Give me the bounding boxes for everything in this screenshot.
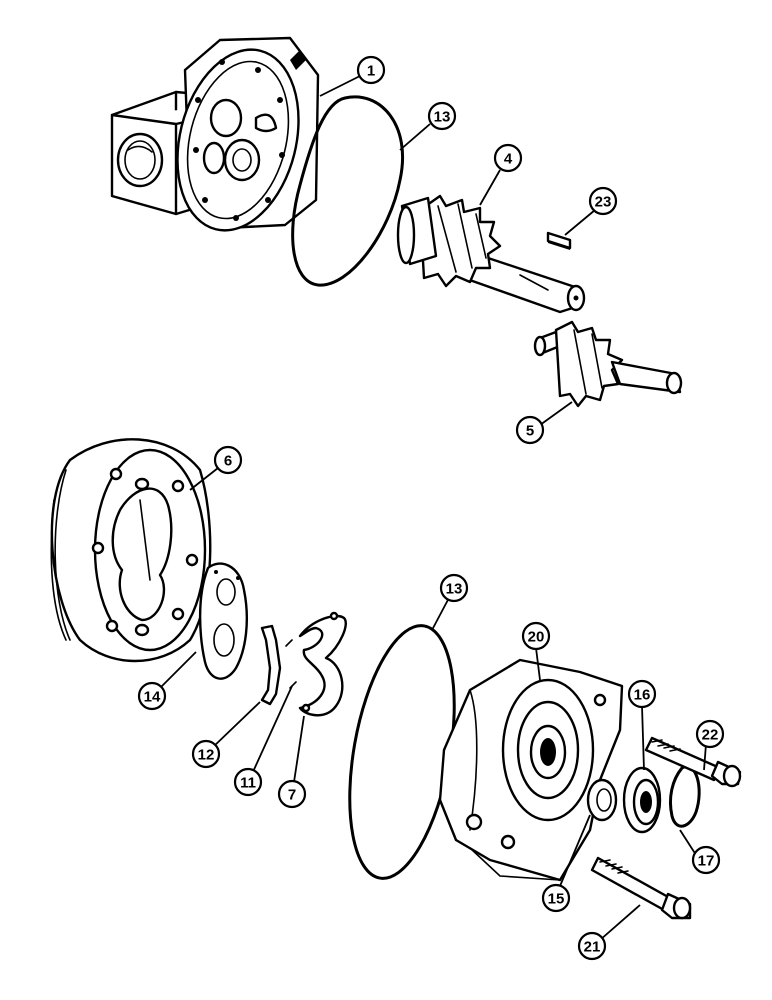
bolt-part-21 — [590, 856, 692, 920]
callout-11: 11 — [233, 767, 263, 797]
callout-label: 13 — [434, 109, 451, 126]
callout-15: 15 — [541, 883, 571, 913]
callout-23: 23 — [588, 186, 618, 216]
callout-17: 17 — [691, 845, 721, 875]
backup-gasket-part-11 — [285, 639, 297, 689]
callout-13-upper: 13 — [427, 101, 457, 131]
key-part-23 — [546, 231, 572, 250]
callout-label: 7 — [288, 787, 296, 804]
callout-7: 7 — [277, 779, 307, 809]
callout-label: 4 — [504, 151, 513, 168]
callout-5: 5 — [515, 415, 545, 445]
drive-gear-shaft-part-4 — [396, 194, 586, 314]
callout-4: 4 — [493, 143, 523, 173]
washer-part-15 — [586, 778, 618, 822]
callout-6: 6 — [213, 445, 243, 475]
callout-label: 22 — [702, 727, 719, 744]
callout-14: 14 — [137, 681, 167, 711]
pump-body-part-1 — [110, 36, 320, 232]
callout-label: 12 — [198, 747, 215, 764]
snap-ring-part-17 — [668, 765, 701, 828]
callout-label: 13 — [446, 581, 463, 598]
callout-label: 11 — [240, 775, 256, 792]
bolt-part-22 — [644, 736, 742, 788]
callout-label: 6 — [224, 453, 232, 470]
callout-12: 12 — [191, 739, 221, 769]
callout-label: 23 — [595, 194, 612, 211]
seal-part-12 — [260, 624, 282, 706]
driven-gear-part-5 — [533, 320, 683, 408]
callout-label: 21 — [584, 939, 601, 956]
callout-label: 16 — [634, 687, 651, 704]
callout-21: 21 — [577, 931, 607, 961]
callout-label: 15 — [548, 891, 565, 908]
callout-label: 17 — [698, 853, 715, 870]
callout-label: 1 — [367, 63, 375, 80]
callout-label: 14 — [144, 689, 161, 706]
o-ring-part-13-upper — [291, 95, 405, 287]
seal-part-7 — [298, 611, 347, 717]
callout-16: 16 — [627, 679, 657, 709]
leader-lines — [157, 75, 707, 941]
callout-1: 1 — [356, 55, 386, 85]
callout-20: 20 — [521, 621, 551, 651]
callout-label: 5 — [526, 423, 534, 440]
mounting-flange-part-20 — [438, 658, 624, 882]
wear-plate-part-14 — [198, 562, 249, 680]
callout-label: 20 — [528, 629, 545, 646]
callout-22: 22 — [695, 719, 725, 749]
callout-13-lower: 13 — [439, 573, 469, 603]
shaft-seal-part-16 — [622, 766, 662, 834]
gear-housing-part-6 — [50, 438, 212, 663]
